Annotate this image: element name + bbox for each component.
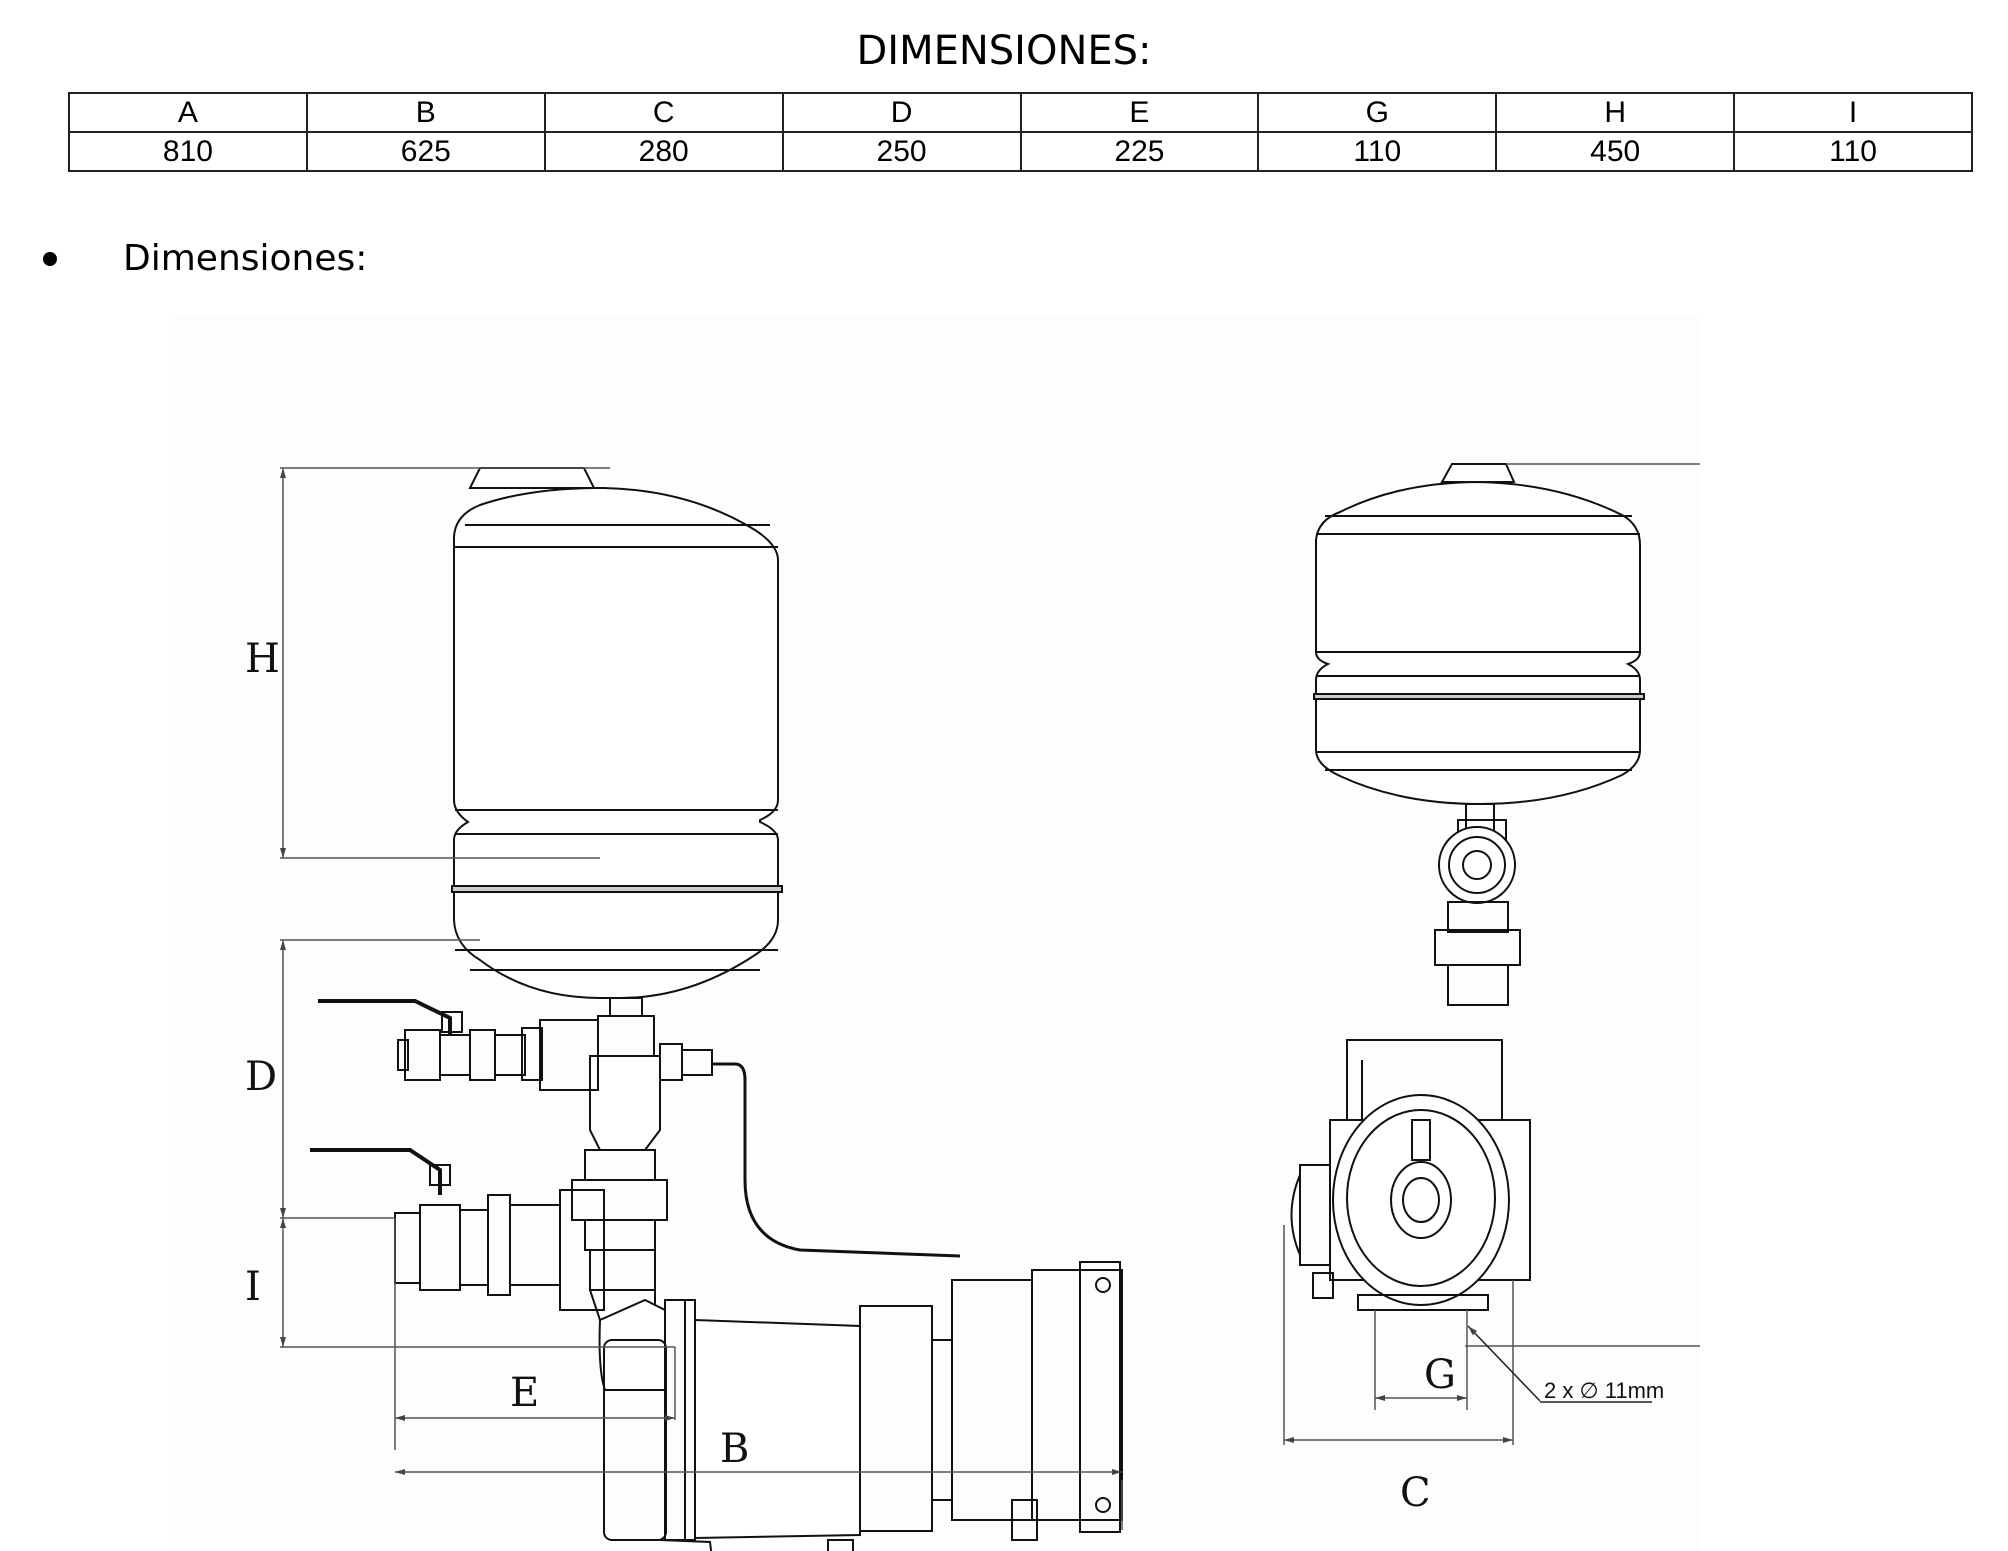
dim-label-d: D xyxy=(245,1054,277,1100)
technical-drawing: H D I E B xyxy=(170,316,1700,1551)
front-view xyxy=(1290,463,1645,1311)
side-view xyxy=(310,467,1123,1551)
bullet-icon xyxy=(43,251,57,266)
table-header-cell: G xyxy=(1257,92,1498,133)
pressure-tank-front xyxy=(1313,463,1645,806)
table-header-cell: E xyxy=(1019,92,1260,133)
table-header-cell: A xyxy=(68,92,308,133)
table-cell: 625 xyxy=(305,131,546,172)
table-header-cell: H xyxy=(1495,92,1736,133)
section-heading-text: Dimensiones: xyxy=(123,238,368,279)
vertical-pipe xyxy=(571,1149,668,1321)
table-cell: 110 xyxy=(1257,131,1498,172)
table-cell: 810 xyxy=(68,131,308,172)
dimensions-table: A B C D E G H I 810 625 280 250 225 110 … xyxy=(68,92,1973,172)
table-row: 810 625 280 250 225 110 450 110 xyxy=(68,131,1973,172)
table-cell: 250 xyxy=(781,131,1022,172)
table-cell: 280 xyxy=(543,131,784,172)
front-view-dimensions xyxy=(1283,463,1700,1445)
section-heading: Dimensiones: xyxy=(40,238,367,279)
mounting-hole-note: 2 x ∅ 11mm xyxy=(1544,1378,1664,1403)
dim-label-g: G xyxy=(1424,1352,1456,1398)
side-view-dimensions xyxy=(280,467,1123,1530)
dim-label-h: H xyxy=(245,636,280,682)
table-cell: 110 xyxy=(1733,131,1973,172)
pump-body xyxy=(598,1261,1123,1551)
drawing-svg: H D I E B xyxy=(245,463,1700,1551)
lower-valve-assembly xyxy=(310,1148,605,1311)
page-title: DIMENSIONES: xyxy=(856,28,1152,74)
table-header-cell: B xyxy=(305,92,546,133)
table-header-cell: I xyxy=(1733,92,1973,133)
dim-label-b: B xyxy=(720,1426,749,1472)
dim-label-i: I xyxy=(245,1264,261,1310)
pump-front-body xyxy=(1290,1039,1531,1311)
table-header-cell: D xyxy=(781,92,1022,133)
table-header-row: A B C D E G H I xyxy=(68,92,1973,133)
upper-valve-assembly xyxy=(318,997,961,1258)
dim-label-c: C xyxy=(1400,1470,1431,1516)
table-cell: 450 xyxy=(1495,131,1736,172)
dim-label-e: E xyxy=(510,1370,539,1416)
pressure-tank xyxy=(451,467,783,999)
table-cell: 225 xyxy=(1019,131,1260,172)
front-valve-column xyxy=(1434,803,1521,1006)
table-header-cell: C xyxy=(543,92,784,133)
